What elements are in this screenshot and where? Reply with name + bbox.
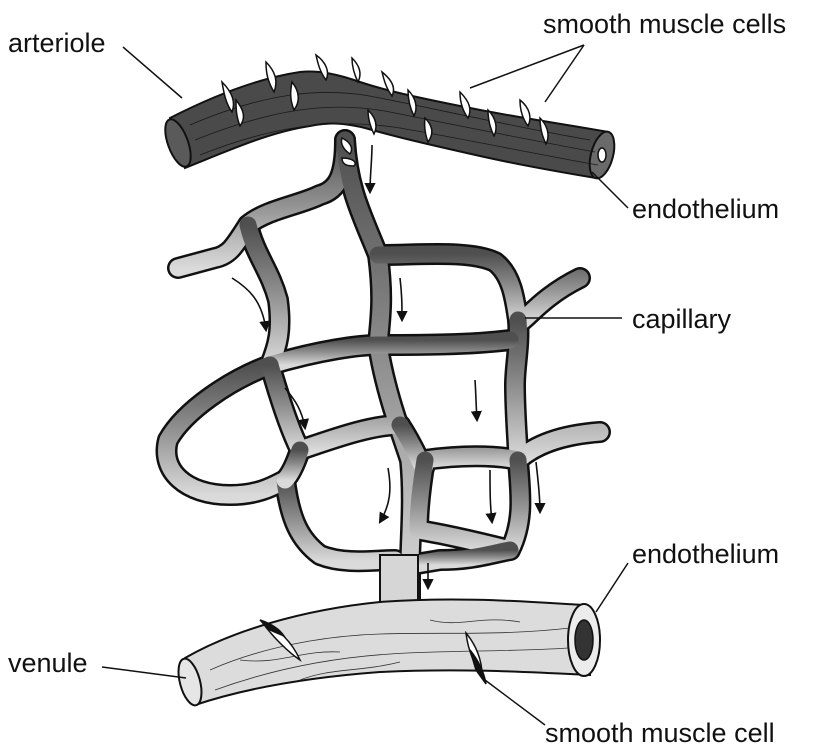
flow-arrow xyxy=(400,278,402,320)
flow-arrow xyxy=(536,462,540,512)
label-capillary: capillary xyxy=(632,304,732,334)
label-arteriole: arteriole xyxy=(8,28,106,58)
flow-arrow xyxy=(490,470,492,522)
flow-arrow xyxy=(380,468,390,522)
flow-arrow xyxy=(370,145,372,192)
label-endothelium-top: endothelium xyxy=(632,194,779,224)
capillary-network xyxy=(167,140,600,605)
arteriole-vessel xyxy=(160,55,619,181)
venule-vessel xyxy=(174,599,600,707)
flow-arrow xyxy=(475,380,477,420)
label-smooth-muscle-cells: smooth muscle cells xyxy=(543,9,786,39)
label-endothelium-bottom: endothelium xyxy=(632,539,779,569)
label-venule: venule xyxy=(8,648,88,678)
flow-arrow xyxy=(232,278,266,330)
label-smooth-muscle-cell: smooth muscle cell xyxy=(545,718,775,748)
